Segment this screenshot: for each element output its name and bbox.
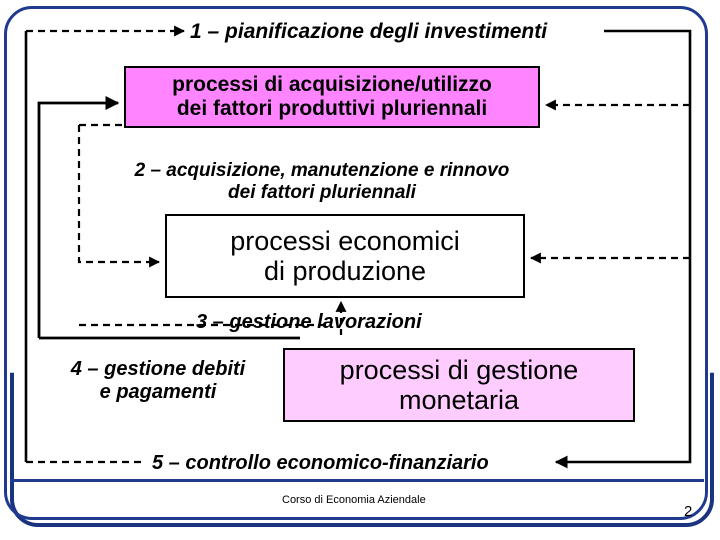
slide-frame-border (4, 6, 708, 520)
label-phase-4: 4 – gestione debiti e pagamenti (38, 358, 278, 404)
connector-solid-to-acquisizione (37, 96, 120, 338)
slide-frame-shadow (10, 372, 714, 527)
label-phase-1: 1 – pianificazione degli investimenti (190, 20, 548, 43)
box-acquisizione-line2: dei fattori produttivi pluriennali (176, 97, 488, 120)
label-phase-3: 3 – gestione lavorazioni (196, 311, 422, 333)
page-number: 2 (684, 503, 693, 520)
connector-right-return-loop (554, 29, 692, 469)
box-monetaria-line2: monetaria (398, 385, 520, 415)
box-processi-acquisizione: processi di acquisizione/utilizzo dei fa… (124, 66, 540, 128)
box-processi-monetaria: processi di gestione monetaria (283, 348, 635, 422)
box-produzione-line1: processi economici (230, 225, 460, 256)
label-phase-2-line1: 2 – acquisizione, manutenzione e rinnovo (134, 160, 510, 181)
footer-course-name: Corso di Economia Aziendale (282, 494, 426, 506)
box-acquisizione-line1: processi di acquisizione/utilizzo (172, 73, 492, 97)
label-phase-5: 5 – controllo economico-finanziario (152, 452, 489, 474)
slide-frame-divider (10, 479, 704, 482)
box-processi-produzione: processi economici di produzione (165, 214, 525, 298)
label-phase-4-line2: e pagamenti (99, 380, 217, 403)
box-monetaria-line1: processi di gestione (339, 354, 579, 385)
box-produzione-line2: di produzione (263, 256, 427, 286)
label-phase-2-line2: dei fattori pluriennali (228, 181, 416, 203)
label-phase-4-line1: 4 – gestione debiti (70, 358, 246, 380)
connector-dashed-to-produzione-left (77, 125, 161, 268)
label-phase-2: 2 – acquisizione, manutenzione e rinnovo… (86, 160, 558, 203)
